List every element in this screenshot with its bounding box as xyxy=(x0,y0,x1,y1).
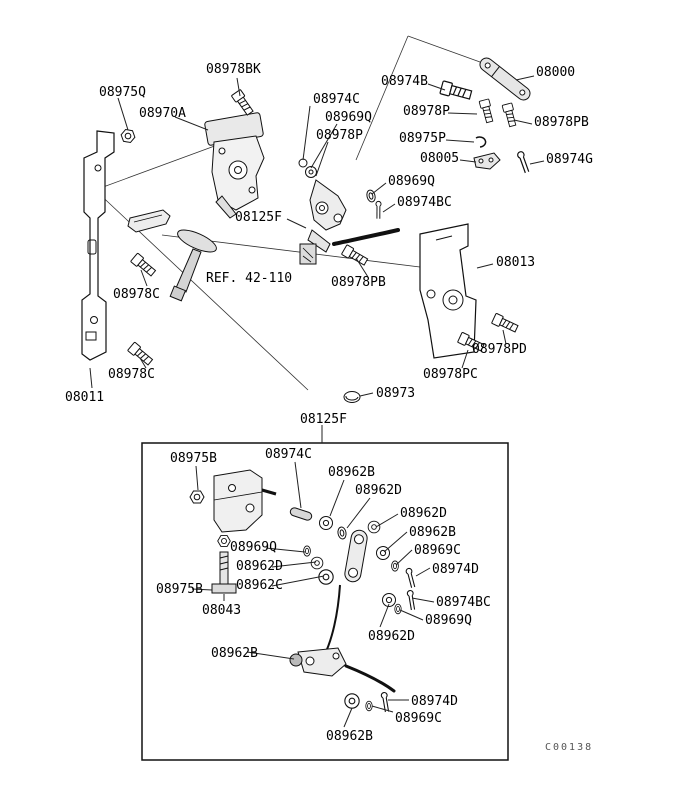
part-label-08969Q: 08969Q xyxy=(425,613,472,628)
part-label-08970A: 08970A xyxy=(139,106,186,121)
part-label-08125F: 08125F xyxy=(235,210,282,225)
part-label-08013: 08013 xyxy=(496,255,536,270)
part-label-08974C: 08974C xyxy=(265,447,312,462)
part-label-08000: 08000 xyxy=(536,65,576,80)
part-label-08978P: 08978P xyxy=(403,104,450,119)
part-label-08974BC: 08974BC xyxy=(397,195,452,210)
part-label-08975B: 08975B xyxy=(170,451,217,466)
part-label-08978BK: 08978BK xyxy=(206,62,261,77)
part-label-08962D: 08962D xyxy=(355,483,402,498)
plate-08013-drawing xyxy=(419,223,477,359)
part-label-08969Q: 08969Q xyxy=(388,174,435,189)
part-label-08043: 08043 xyxy=(202,603,242,618)
part-label-08975Q: 08975Q xyxy=(99,85,146,100)
part-label-08005: 08005 xyxy=(420,151,460,166)
part-label-08978PD: 08978PD xyxy=(472,342,527,357)
part-label-08978C: 08978C xyxy=(108,367,155,382)
small-bracket-drawing xyxy=(127,209,171,233)
grommet-08973-drawing xyxy=(343,391,361,403)
part-label-08011: 08011 xyxy=(65,390,105,405)
part-label-08974BC: 08974BC xyxy=(436,595,491,610)
part-label-08974D: 08974D xyxy=(411,694,458,709)
part-label-08978PB: 08978PB xyxy=(331,275,386,290)
part-label-08962B: 08962B xyxy=(409,525,456,540)
part-label-08974B: 08974B xyxy=(381,74,428,89)
top-right-hardware-drawing xyxy=(439,57,534,175)
valve-assembly-drawing xyxy=(204,112,265,219)
part-label-08974D: 08974D xyxy=(432,562,479,577)
ref-label: REF. 42-110 xyxy=(206,271,293,286)
part-label-08962B: 08962B xyxy=(326,729,373,744)
part-label-08125F: 08125F xyxy=(300,412,347,427)
lower-assembly-drawing xyxy=(189,469,422,714)
part-label-08978PC: 08978PC xyxy=(423,367,478,382)
part-label-08962D: 08962D xyxy=(236,559,283,574)
part-label-08975B: 08975B xyxy=(156,582,203,597)
part-label-08974C: 08974C xyxy=(313,92,360,107)
bracket-08011-drawing xyxy=(81,130,115,361)
part-label-08974G: 08974G xyxy=(546,152,593,167)
part-label-08962B: 08962B xyxy=(328,465,375,480)
part-label-08969Q: 08969Q xyxy=(325,110,372,125)
part-label-08962D: 08962D xyxy=(368,629,415,644)
part-label-08978P: 08978P xyxy=(316,128,363,143)
part-label-08978C: 08978C xyxy=(113,287,160,302)
lower-detail-box xyxy=(141,442,509,761)
part-label-08962B: 08962B xyxy=(211,646,258,661)
part-label-08973: 08973 xyxy=(376,386,416,401)
leader-lines xyxy=(89,75,545,728)
part-label-08962C: 08962C xyxy=(236,578,283,593)
part-label-08969C: 08969C xyxy=(414,543,461,558)
part-label-08962D: 08962D xyxy=(400,506,447,521)
part-label-08969Q: 08969Q xyxy=(230,540,277,555)
part-label-08978PB: 08978PB xyxy=(534,115,589,130)
part-label-08969C: 08969C xyxy=(395,711,442,726)
linkage-08125F-drawing xyxy=(298,158,400,268)
part-label-08975P: 08975P xyxy=(399,131,446,146)
t-handle-tool-drawing xyxy=(169,229,217,302)
drawing-code: C00138 xyxy=(545,742,594,753)
